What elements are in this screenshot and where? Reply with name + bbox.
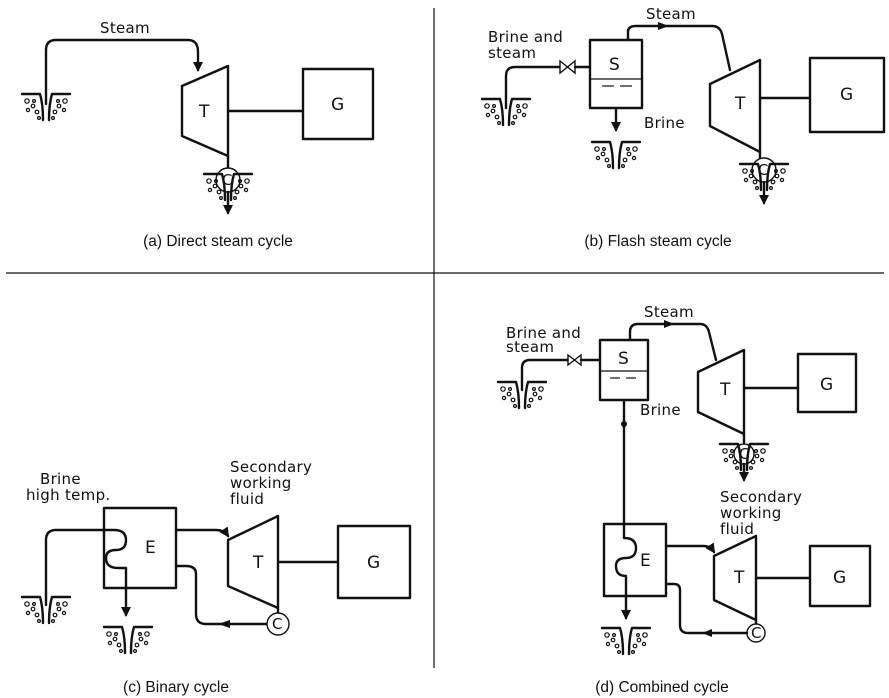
generator-1	[796, 352, 858, 414]
turbine-1-label: T	[719, 380, 731, 400]
panel-direct-steam: Steam T G C (a) Direct steam cycle	[20, 19, 375, 250]
turbine-label: T	[252, 553, 264, 573]
panel-binary: Brine high temp. E Secondary working flu…	[20, 458, 412, 696]
fluid-label-line-2: working	[230, 474, 292, 492]
exchanger-coil	[614, 522, 638, 598]
condenser-2-label: C	[751, 624, 762, 642]
generator	[808, 56, 886, 134]
fluid-label-line-2: working	[720, 504, 782, 522]
exchanger-label: E	[145, 538, 156, 558]
brine-label-line-1: Brine	[40, 470, 81, 488]
condenser-label: C	[222, 171, 233, 189]
generator-1-label: G	[820, 375, 833, 395]
fluid-label-line-1: Secondary	[720, 488, 802, 506]
brine-steam-line	[504, 65, 562, 110]
inlet-label-line-2: steam	[506, 338, 554, 356]
separator-label: S	[609, 55, 620, 75]
return-line	[174, 564, 268, 626]
caption: (d) Combined cycle	[595, 679, 729, 696]
generator-2-label: G	[833, 568, 846, 588]
generator	[336, 524, 412, 600]
steam-line	[44, 38, 204, 106]
inlet-label-line-1: Brine and	[488, 28, 563, 46]
generator-label: G	[331, 95, 344, 115]
inlet-label-line-2: steam	[488, 44, 536, 62]
brine-label: Brine	[644, 114, 685, 132]
fluid-label-line-3: fluid	[720, 520, 754, 538]
vapor-line	[664, 542, 716, 554]
condenser-1-label: C	[739, 445, 750, 463]
separator-label: S	[618, 349, 629, 369]
exchanger-coil	[102, 528, 128, 590]
brine-inlet-line	[44, 528, 106, 607]
heat-exchanger	[102, 506, 178, 590]
brine-reinjection-well-icon	[590, 140, 642, 170]
steam-line	[626, 24, 732, 72]
flow-arrow	[218, 620, 230, 628]
generator-2	[808, 544, 872, 608]
fluid-label-line-1: Secondary	[230, 458, 312, 476]
steam-line	[628, 322, 718, 362]
inlet-label-line-1: Brine and	[506, 324, 581, 342]
injection-well-2-icon	[600, 626, 652, 656]
generator-label: G	[840, 85, 853, 105]
turbine-label: T	[198, 102, 210, 122]
steam-label: Steam	[644, 303, 694, 321]
brine-label-line-2: high temp.	[26, 486, 110, 504]
generator	[301, 67, 375, 141]
condenser-label: C	[758, 161, 769, 179]
panel-flash-steam: Brine and steam S Steam T G C Brine (b) …	[480, 5, 886, 250]
injection-well-icon	[102, 625, 154, 655]
steam-label: Steam	[100, 19, 150, 37]
heat-exchanger	[602, 522, 668, 598]
exchanger-label: E	[640, 551, 651, 571]
flow-arrow	[658, 22, 669, 30]
turbine-label: T	[734, 94, 746, 114]
panel-combined: Brine and steam S Steam T G C Brine E Se…	[496, 303, 872, 696]
brine-steam-line	[520, 358, 570, 392]
flow-arrow	[664, 320, 674, 328]
throttle-valve-icon	[559, 59, 576, 75]
fluid-label-line-3: fluid	[230, 490, 264, 508]
return-line	[664, 582, 749, 635]
throttle-valve-icon	[567, 353, 582, 367]
caption: (a) Direct steam cycle	[143, 233, 293, 250]
brine-flow-dot	[621, 421, 627, 427]
caption: (c) Binary cycle	[123, 679, 229, 696]
brine-label: Brine	[640, 401, 681, 419]
turbine-2-label: T	[733, 568, 745, 588]
steam-label: Steam	[646, 5, 696, 23]
generator-label: G	[367, 553, 380, 573]
flow-arrow	[702, 629, 712, 637]
condenser-label: C	[272, 615, 283, 633]
vapor-line	[174, 526, 230, 538]
caption: (b) Flash steam cycle	[584, 233, 731, 250]
